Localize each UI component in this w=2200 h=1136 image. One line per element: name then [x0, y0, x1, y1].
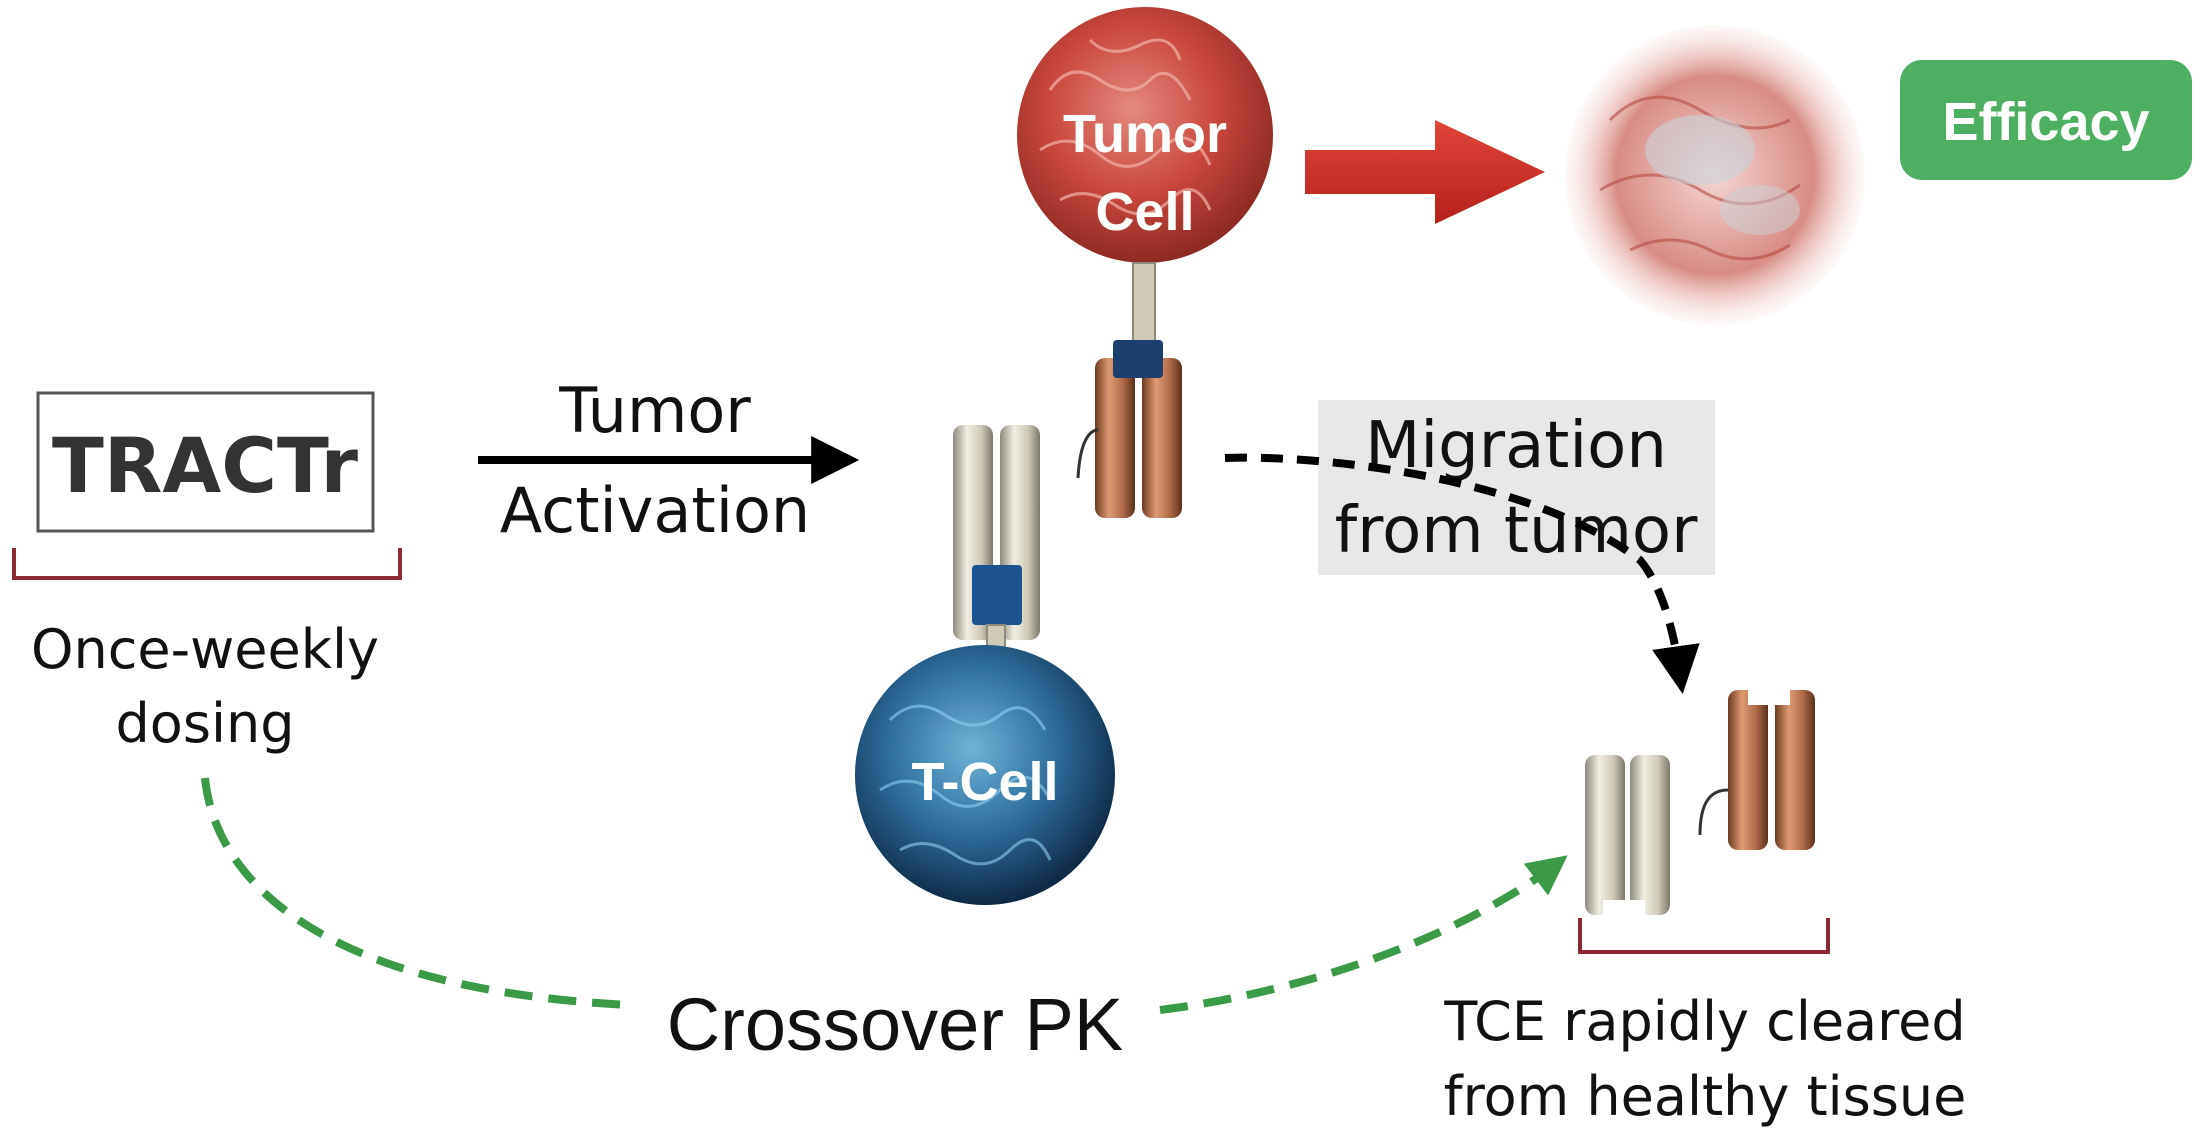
tumor-cell: Tumor Cell	[1017, 7, 1273, 263]
crossover-label: Crossover PK	[667, 983, 1123, 1066]
clearance-bracket	[1578, 918, 1830, 954]
cleared-tce-antibody	[1585, 683, 1815, 922]
dead-tumor-cell	[1565, 25, 1865, 325]
tumor-cell-line-1: Tumor	[1063, 104, 1227, 164]
efficacy-arrow	[1305, 120, 1545, 224]
active-tce-antibody	[953, 340, 1182, 640]
dosing-line-1: Once-weekly	[31, 618, 379, 681]
tumor-antigen-stalk	[1132, 262, 1156, 344]
t-cell: T-Cell	[855, 645, 1115, 905]
tractr-box: TRACTr	[36, 391, 375, 533]
efficacy-badge: Efficacy	[1900, 60, 2192, 180]
efficacy-label: Efficacy	[1942, 92, 2149, 152]
activation-line-1: Tumor	[558, 374, 751, 447]
t-cell-label: T-Cell	[911, 752, 1058, 812]
dosing-bracket	[12, 548, 402, 580]
migration-line-2: from tumor	[1335, 494, 1698, 568]
tumor-cell-line-2: Cell	[1095, 182, 1194, 242]
tractr-label: TRACTr	[52, 421, 358, 510]
migration-label-box: Migration from tumor	[1318, 400, 1715, 575]
crossover-dashed-right	[1159, 855, 1568, 1014]
migration-arrow	[1224, 453, 1700, 695]
crossover-dashed-left	[201, 777, 631, 1009]
activation-line-2: Activation	[500, 474, 810, 547]
dosing-line-2: dosing	[116, 692, 295, 755]
clearance-line-2: from healthy tissue	[1444, 1065, 1967, 1128]
clearance-line-1: TCE rapidly cleared	[1443, 990, 1965, 1053]
